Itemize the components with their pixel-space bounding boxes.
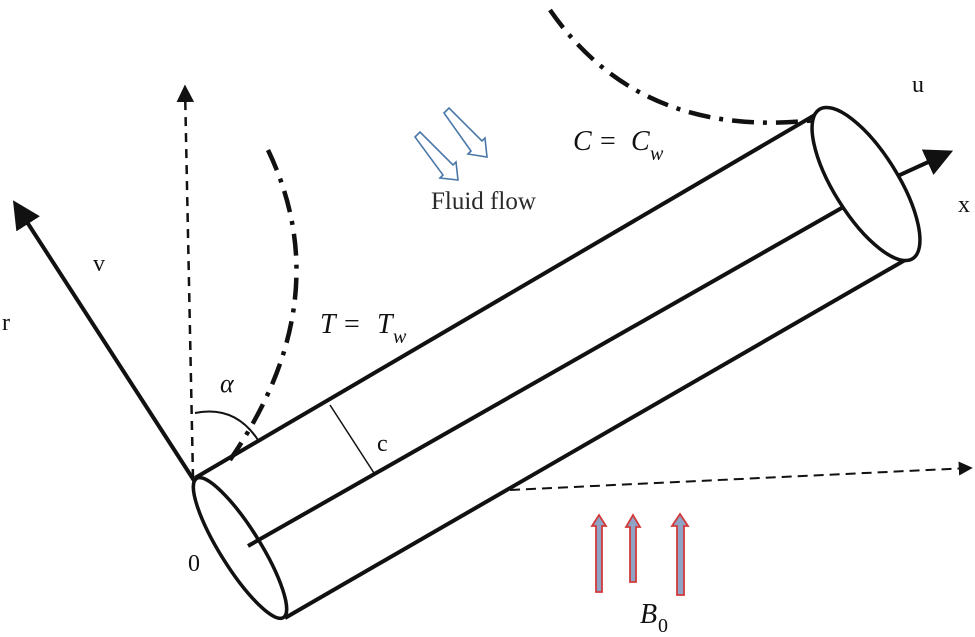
field-arrow-2 [624,513,642,583]
temp-rhs-subscript: w [393,326,407,348]
cylinder [191,105,922,621]
temp-equals: = [344,309,360,340]
label-origin: 0 [188,551,200,577]
conc-lhs: C [573,126,592,157]
label-r: r [2,310,10,336]
cylinder-far-end [810,105,922,263]
concentration-condition: C = C w [573,126,664,165]
concentration-boundary-curve [548,8,816,125]
magnetic-field-label: B 0 [640,599,668,637]
field-arrow-3 [670,512,690,596]
vertical-reference-axis [176,84,195,479]
temp-rhs: T [377,309,395,340]
field-subscript: 0 [658,615,668,637]
temperature-condition: T = T w [320,309,407,348]
field-arrow-1 [590,513,608,593]
temperature-boundary-curve [228,149,299,462]
field-main: B [640,599,657,630]
label-u: u [912,72,924,98]
cylinder-near-end [191,475,289,621]
fluid-flow-arrows [413,106,488,181]
conc-rhs-subscript: w [650,143,664,165]
cylinder-centerline [247,191,869,548]
cylinder-top-edge [193,110,822,480]
label-radius: c [377,431,388,457]
fluid-flow-arrow-left [413,130,459,181]
conc-rhs: C [631,126,650,157]
label-v: v [93,251,105,277]
label-fluid-flow: Fluid flow [431,188,536,215]
label-alpha: α [220,369,235,398]
magnetic-field-arrows [590,512,690,596]
angle-alpha-arc [194,410,259,441]
conc-equals: = [600,126,616,157]
temp-lhs: T [320,309,338,340]
label-x: x [958,192,970,218]
fluid-flow-arrow-right [442,106,488,158]
radius-line [329,404,375,474]
r-axis [12,200,197,484]
cylinder-bottom-edge [283,254,914,620]
horizontal-reference-axis [509,461,973,491]
